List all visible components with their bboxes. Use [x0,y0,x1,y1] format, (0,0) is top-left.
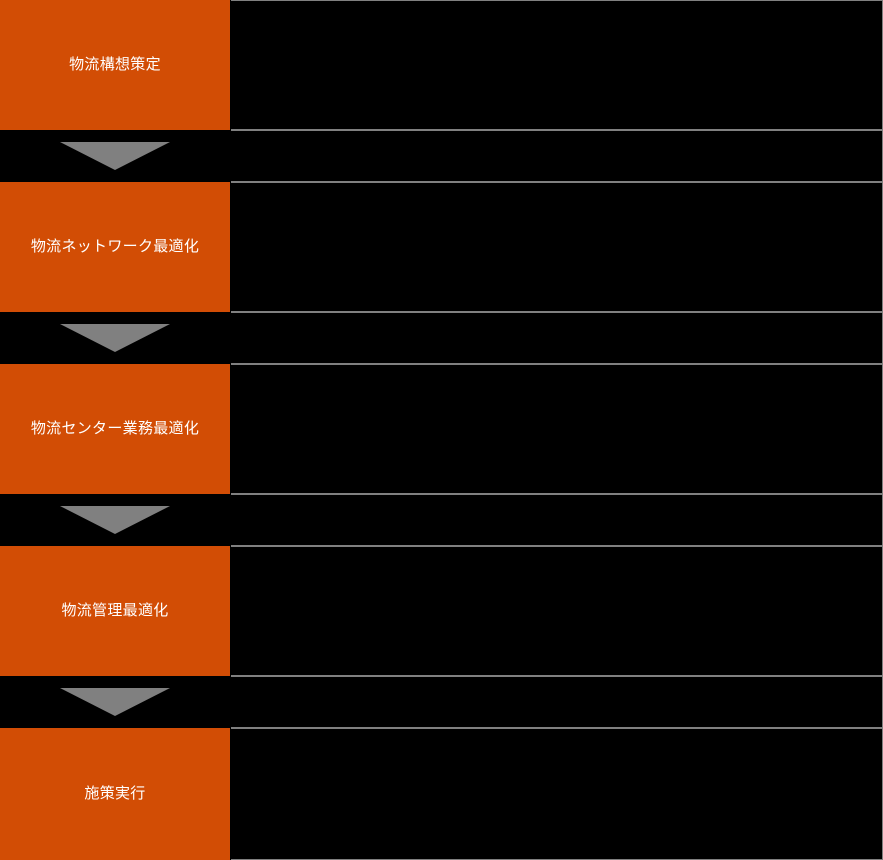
stage-label-1: 物流構想策定 [69,55,161,73]
stage-detail-text-4 [231,547,882,675]
flow-stage-row-4: 物流管理最適化 [0,546,883,676]
flow-stage-row-2: 物流ネットワーク最適化 [0,182,883,312]
stage-label-4: 物流管理最適化 [61,601,169,619]
connector-detail-panel-3[interactable] [231,494,883,546]
connector-cell-1 [0,130,230,182]
connector-detail-panel-1[interactable] [231,130,883,182]
stage-detail-panel-5[interactable] [231,728,883,860]
stage-box-5[interactable]: 施策実行 [0,728,230,860]
connector-cell-2 [0,312,230,364]
stage-detail-text-2 [231,183,882,311]
flow-connector-row-3 [0,494,883,546]
flow-stage-row-3: 物流センター業務最適化 [0,364,883,494]
stage-box-2[interactable]: 物流ネットワーク最適化 [0,182,230,312]
stage-detail-panel-1[interactable] [231,0,883,130]
stage-label-5: 施策実行 [84,784,146,802]
arrow-down-icon [60,506,170,534]
flow-connector-row-1 [0,130,883,182]
stage-detail-text-5 [231,729,882,859]
arrow-down-icon [60,324,170,352]
arrow-down-icon [60,688,170,716]
stage-box-4[interactable]: 物流管理最適化 [0,546,230,676]
flow-connector-row-4 [0,676,883,728]
arrow-down-icon [60,142,170,170]
stage-box-3[interactable]: 物流センター業務最適化 [0,364,230,494]
connector-cell-4 [0,676,230,728]
stage-detail-text-1 [231,1,882,129]
connector-detail-panel-2[interactable] [231,312,883,364]
stage-detail-text-3 [231,365,882,493]
stage-label-3: 物流センター業務最適化 [30,419,200,437]
flow-connector-row-2 [0,312,883,364]
stage-detail-panel-4[interactable] [231,546,883,676]
stage-box-1[interactable]: 物流構想策定 [0,0,230,130]
flow-stage-row-5: 施策実行 [0,728,883,860]
stage-label-2: 物流ネットワーク最適化 [30,237,200,255]
stage-detail-panel-2[interactable] [231,182,883,312]
connector-detail-panel-4[interactable] [231,676,883,728]
flow-stage-row-1: 物流構想策定 [0,0,883,130]
connector-cell-3 [0,494,230,546]
stage-detail-panel-3[interactable] [231,364,883,494]
